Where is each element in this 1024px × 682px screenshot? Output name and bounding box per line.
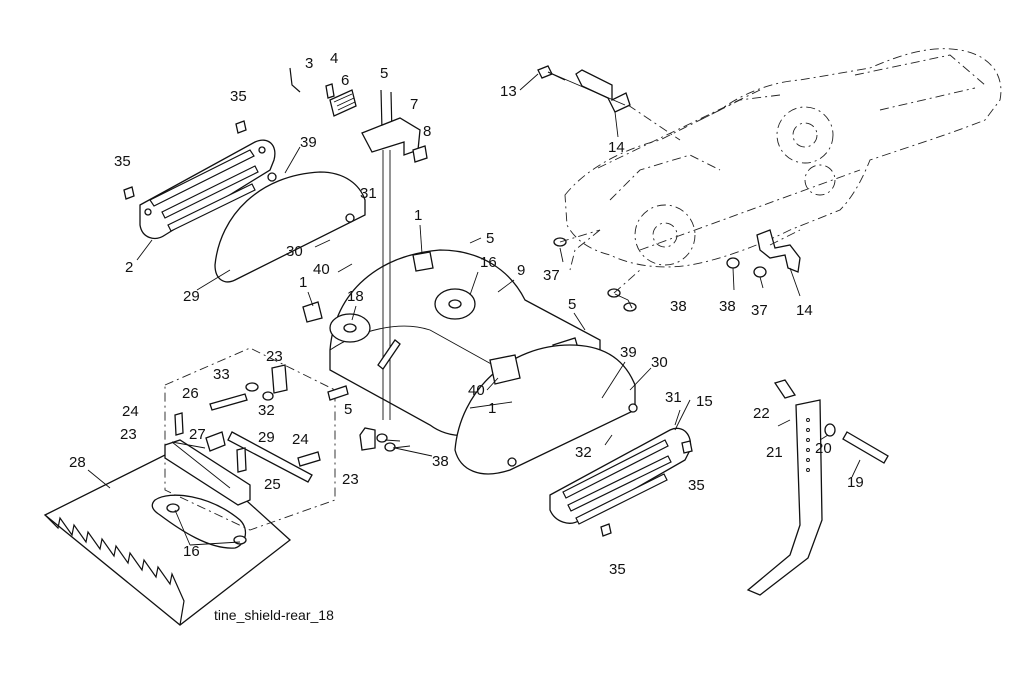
callout-26: 27 xyxy=(189,426,206,443)
callout-5: 5 xyxy=(380,65,388,82)
callout-28: 29 xyxy=(258,429,275,446)
callout-40: 40 xyxy=(313,261,330,278)
callout-38: 37 xyxy=(543,267,560,284)
callout-30: 30 xyxy=(286,243,303,260)
callout-5: 5 xyxy=(344,401,352,418)
tiller-frame xyxy=(564,48,1002,271)
callout-4: 4 xyxy=(330,50,338,67)
callout-35: 35 xyxy=(609,561,626,578)
callout-25: 26 xyxy=(182,385,199,402)
callout-24: 24 xyxy=(292,431,309,448)
callout-29: 30 xyxy=(651,354,668,371)
callout-3: 3 xyxy=(305,55,313,72)
callout-40: 40 xyxy=(468,382,485,399)
callout-39: 39 xyxy=(300,134,317,151)
figure-caption: tine_shield-rear_18 xyxy=(214,607,334,623)
callout-29: 29 xyxy=(183,288,200,305)
hinge-linkage xyxy=(359,150,401,452)
callout-31: 31 xyxy=(360,185,377,202)
callout-19: 19 xyxy=(847,474,864,491)
callout-35: 35 xyxy=(688,477,705,494)
callout-1: 1 xyxy=(299,274,307,291)
callout-27: 28 xyxy=(69,454,86,471)
callout-38: 38 xyxy=(670,298,687,315)
callout-2: 2 xyxy=(125,259,133,276)
callout-33: 33 xyxy=(213,366,230,383)
callout-14: 14 xyxy=(796,302,813,319)
callout-5: 5 xyxy=(486,230,494,247)
callout-14: 14 xyxy=(608,139,625,156)
side-shield-29-right xyxy=(454,344,638,475)
side-shield-29-left xyxy=(214,171,366,283)
callout-24: 25 xyxy=(264,476,281,493)
callout-35: 35 xyxy=(114,153,131,170)
callout-23: 23 xyxy=(120,426,137,443)
bracket-14-lower xyxy=(756,229,801,273)
bracket-14-upper xyxy=(547,69,681,141)
callout-16: 16 xyxy=(183,543,200,560)
callout-38: 38 xyxy=(719,298,736,315)
callout-35: 35 xyxy=(230,88,247,105)
callout-37: 37 xyxy=(751,302,768,319)
callout-15: 15 xyxy=(696,393,713,410)
bolt-13 xyxy=(537,65,566,81)
callout-23: 23 xyxy=(266,348,283,365)
callout-1: 1 xyxy=(488,400,496,417)
callout-22: 22 xyxy=(753,405,770,422)
callout-13: 13 xyxy=(500,83,517,100)
callout-38: 38 xyxy=(432,453,449,470)
callout-23: 23 xyxy=(342,471,359,488)
callout-5: 5 xyxy=(568,296,576,313)
callout-18: 18 xyxy=(347,288,364,305)
callout-7: 7 xyxy=(410,96,418,113)
leader-lines xyxy=(87,73,861,546)
callout-21: 21 xyxy=(766,444,783,461)
callout-32: 32 xyxy=(258,402,275,419)
callout-20: 20 xyxy=(815,440,832,457)
callout-1: 1 xyxy=(414,207,422,224)
side-plate-15 xyxy=(549,427,693,537)
side-plate-2 xyxy=(139,139,276,239)
callout-9: 9 xyxy=(517,262,525,279)
callout-39: 39 xyxy=(620,344,637,361)
flap-27 xyxy=(43,444,292,626)
callout-16: 16 xyxy=(480,254,497,271)
callout-31: 32 xyxy=(575,444,592,461)
callout-6: 6 xyxy=(341,72,349,89)
callout-8: 8 xyxy=(423,123,431,140)
callout-30: 31 xyxy=(665,389,682,406)
callout-labels: 3 4 5 6 7 8 35 35 39 31 30 40 2 29 1 18 … xyxy=(69,50,864,578)
hardware-top xyxy=(289,67,428,163)
depth-bar-21 xyxy=(746,379,889,596)
bolts-35-left xyxy=(123,120,247,200)
flap-hinge-hardware xyxy=(164,347,349,531)
callout-24: 24 xyxy=(122,403,139,420)
